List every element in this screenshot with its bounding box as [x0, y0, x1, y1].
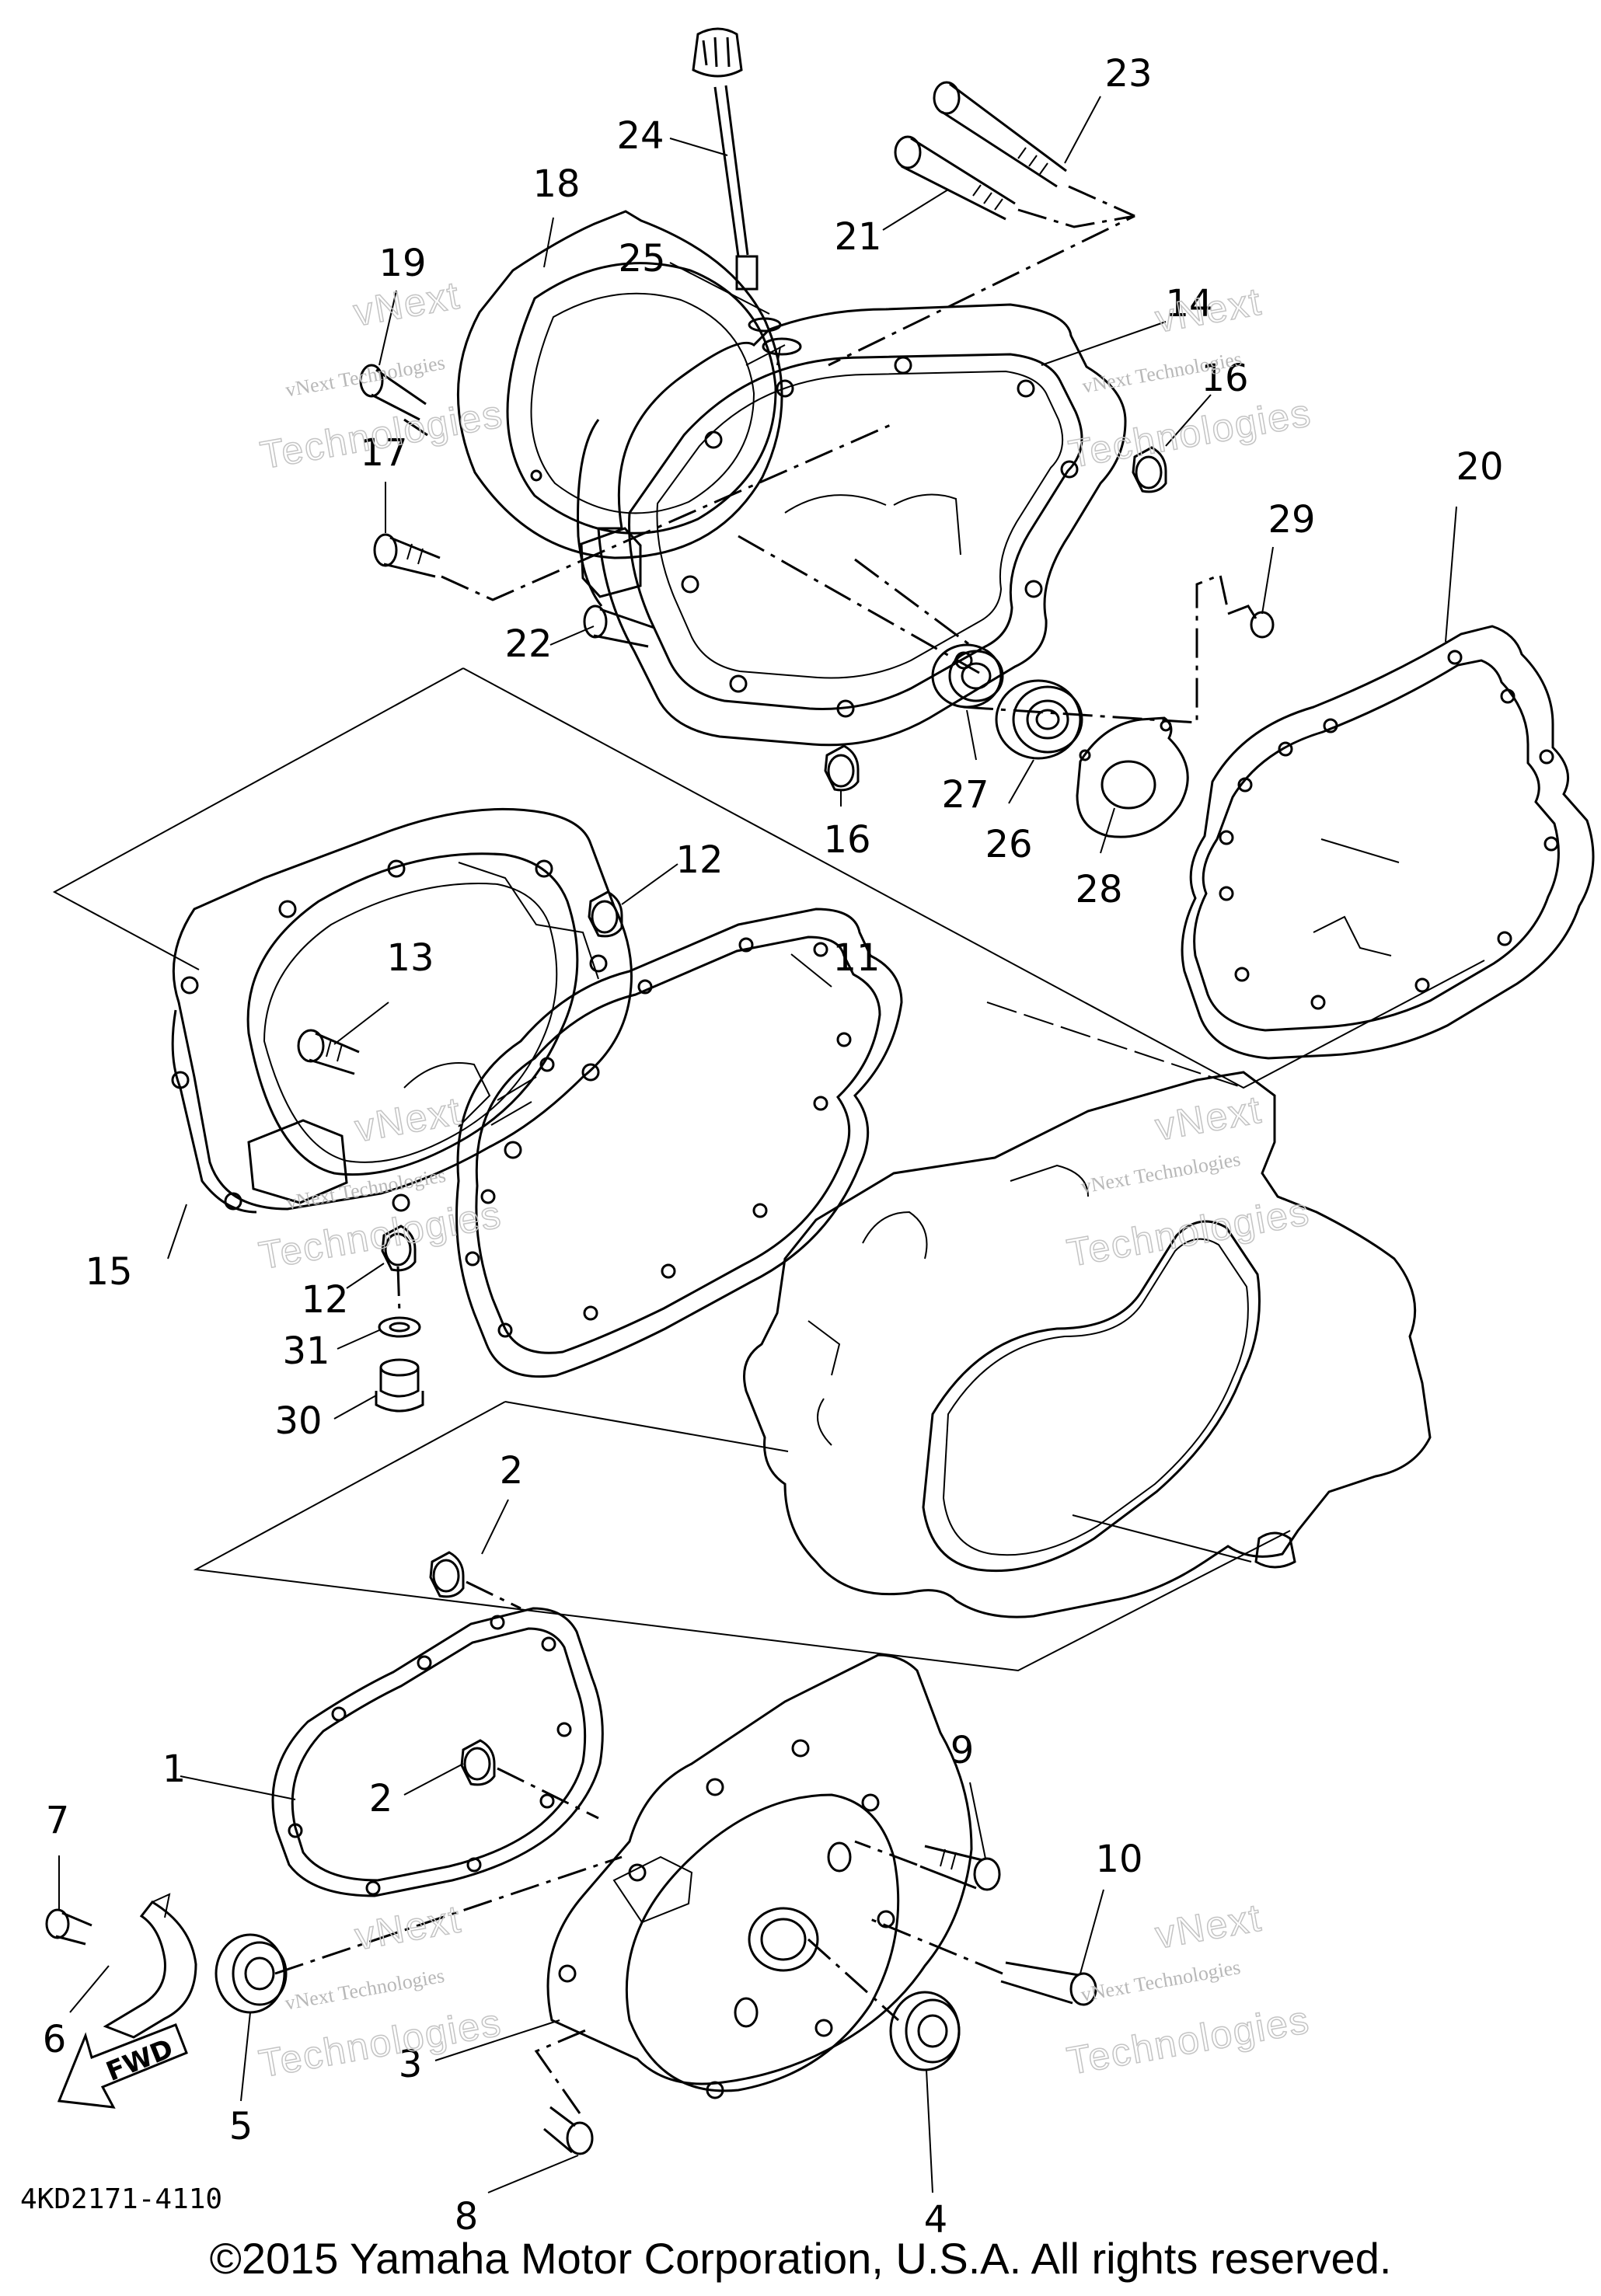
svg-text:vNext: vNext — [1152, 1088, 1264, 1149]
callout-6: 6 — [43, 2018, 67, 2061]
callout-9: 9 — [950, 1729, 975, 1772]
callout-1: 1 — [162, 1747, 187, 1791]
fwd-label: FWD — [102, 2033, 177, 2088]
callout-numbers: 1 2 2 3 4 5 6 7 8 9 10 11 12 12 13 14 15… — [43, 52, 1504, 2242]
callout-10: 10 — [1095, 1838, 1142, 1881]
callout-13: 13 — [386, 936, 434, 980]
bolt-8 — [543, 2106, 594, 2155]
svg-text:vNext: vNext — [351, 273, 463, 334]
callout-11: 11 — [832, 936, 880, 980]
callout-24: 24 — [616, 114, 664, 158]
bracket-6 — [103, 1893, 197, 2039]
bolt-13 — [297, 1029, 360, 1075]
dowel-12-bottom — [381, 1225, 417, 1272]
bolt-21 — [894, 135, 1016, 221]
callout-15: 15 — [85, 1250, 132, 1294]
watermark-mid-right: vNext vNext Technologies Technologies — [1063, 1087, 1313, 1276]
bolt-9 — [919, 1845, 1001, 1891]
crankcase-cover-assembly — [359, 27, 1595, 1060]
callout-22: 22 — [504, 622, 552, 666]
callout-20: 20 — [1456, 445, 1503, 489]
dowel-12-top — [588, 890, 623, 938]
callout-17: 17 — [360, 431, 407, 475]
watermark-bottom-right: vNext vNext Technologies Technologies — [1063, 1895, 1313, 2084]
retainer-plate-28 — [1076, 716, 1189, 838]
screw-19 — [359, 364, 427, 421]
fwd-arrow-icon: FWD — [57, 2023, 188, 2109]
svg-text:vNext: vNext — [352, 1089, 465, 1150]
svg-text:vNext Technologies: vNext Technologies — [1080, 1956, 1243, 2006]
bearing-26 — [995, 679, 1083, 760]
screw-17 — [373, 533, 441, 578]
oil-seal-4 — [889, 1991, 961, 2071]
callout-23: 23 — [1104, 52, 1152, 96]
bolt-23 — [933, 81, 1067, 188]
engine-crankcase — [743, 1071, 1432, 1618]
svg-text:vNext Technologies: vNext Technologies — [1080, 1148, 1243, 1198]
callout-26: 26 — [985, 823, 1032, 866]
callout-27: 27 — [941, 773, 989, 817]
dowel-2-bottom — [460, 1739, 496, 1786]
dowel-2-top — [429, 1551, 465, 1598]
callout-16-top: 16 — [1201, 357, 1248, 400]
callout-12-top: 12 — [675, 838, 723, 882]
callout-4: 4 — [924, 2198, 948, 2242]
bottom-cover-gasket — [271, 1607, 604, 1897]
callout-19: 19 — [378, 242, 426, 285]
oil-seal-27 — [931, 643, 1004, 709]
callout-14: 14 — [1165, 282, 1212, 326]
callout-31: 31 — [282, 1329, 330, 1373]
svg-text:Technologies: Technologies — [1064, 1998, 1313, 2083]
diagram-code: 4KD2171-4110 — [20, 2183, 222, 2215]
copyright-notice: ©2015 Yamaha Motor Corporation, U.S.A. A… — [210, 2234, 1392, 2283]
svg-text:Technologies: Technologies — [1064, 1190, 1313, 1275]
bottom-cover-assembly: FWD — [45, 1551, 1097, 2155]
callout-21: 21 — [834, 215, 881, 259]
dowel-16-top — [1132, 446, 1167, 493]
watermark-top-right: vNext vNext Technologies Technologies — [1065, 279, 1315, 477]
clutch-cover-assembly — [171, 807, 903, 1413]
callout-29: 29 — [1268, 498, 1315, 542]
callout-2-bottom: 2 — [369, 1777, 393, 1820]
side-cover-plate — [456, 210, 783, 559]
clutch-cover — [171, 807, 633, 1214]
crankcase-cover — [577, 303, 1127, 747]
callout-28: 28 — [1075, 868, 1122, 911]
dowel-16-bottom — [824, 744, 860, 792]
callout-16-bottom: 16 — [823, 818, 870, 862]
watermark-bottom-left: vNext vNext Technologies Technologies — [255, 1897, 505, 2087]
svg-text:vNext Technologies: vNext Technologies — [283, 1964, 446, 2015]
callout-8: 8 — [455, 2195, 479, 2239]
callout-7: 7 — [46, 1799, 70, 1842]
drain-plug-30 — [375, 1358, 424, 1413]
callout-30: 30 — [274, 1399, 322, 1443]
callout-5: 5 — [229, 2105, 253, 2148]
screw-22 — [583, 604, 655, 648]
bottom-cover — [546, 1653, 973, 2099]
screw-29 — [1227, 604, 1275, 639]
svg-text:vNext: vNext — [1152, 1896, 1264, 1957]
svg-text:vNext: vNext — [352, 1897, 465, 1958]
leader-lines — [58, 96, 1457, 2193]
callout-18: 18 — [532, 162, 580, 206]
washer-31 — [378, 1316, 421, 1338]
screw-7 — [45, 1908, 92, 1946]
bolt-10 — [1000, 1961, 1097, 2006]
svg-text:Technologies: Technologies — [1066, 391, 1315, 476]
callout-12-bottom: 12 — [301, 1278, 348, 1322]
dipstick — [692, 27, 782, 333]
clutch-cover-gasket — [455, 908, 903, 1378]
cover-gasket-20 — [1181, 625, 1595, 1060]
callout-3: 3 — [399, 2043, 423, 2086]
callout-2-top: 2 — [500, 1449, 524, 1493]
callout-25: 25 — [618, 237, 665, 280]
